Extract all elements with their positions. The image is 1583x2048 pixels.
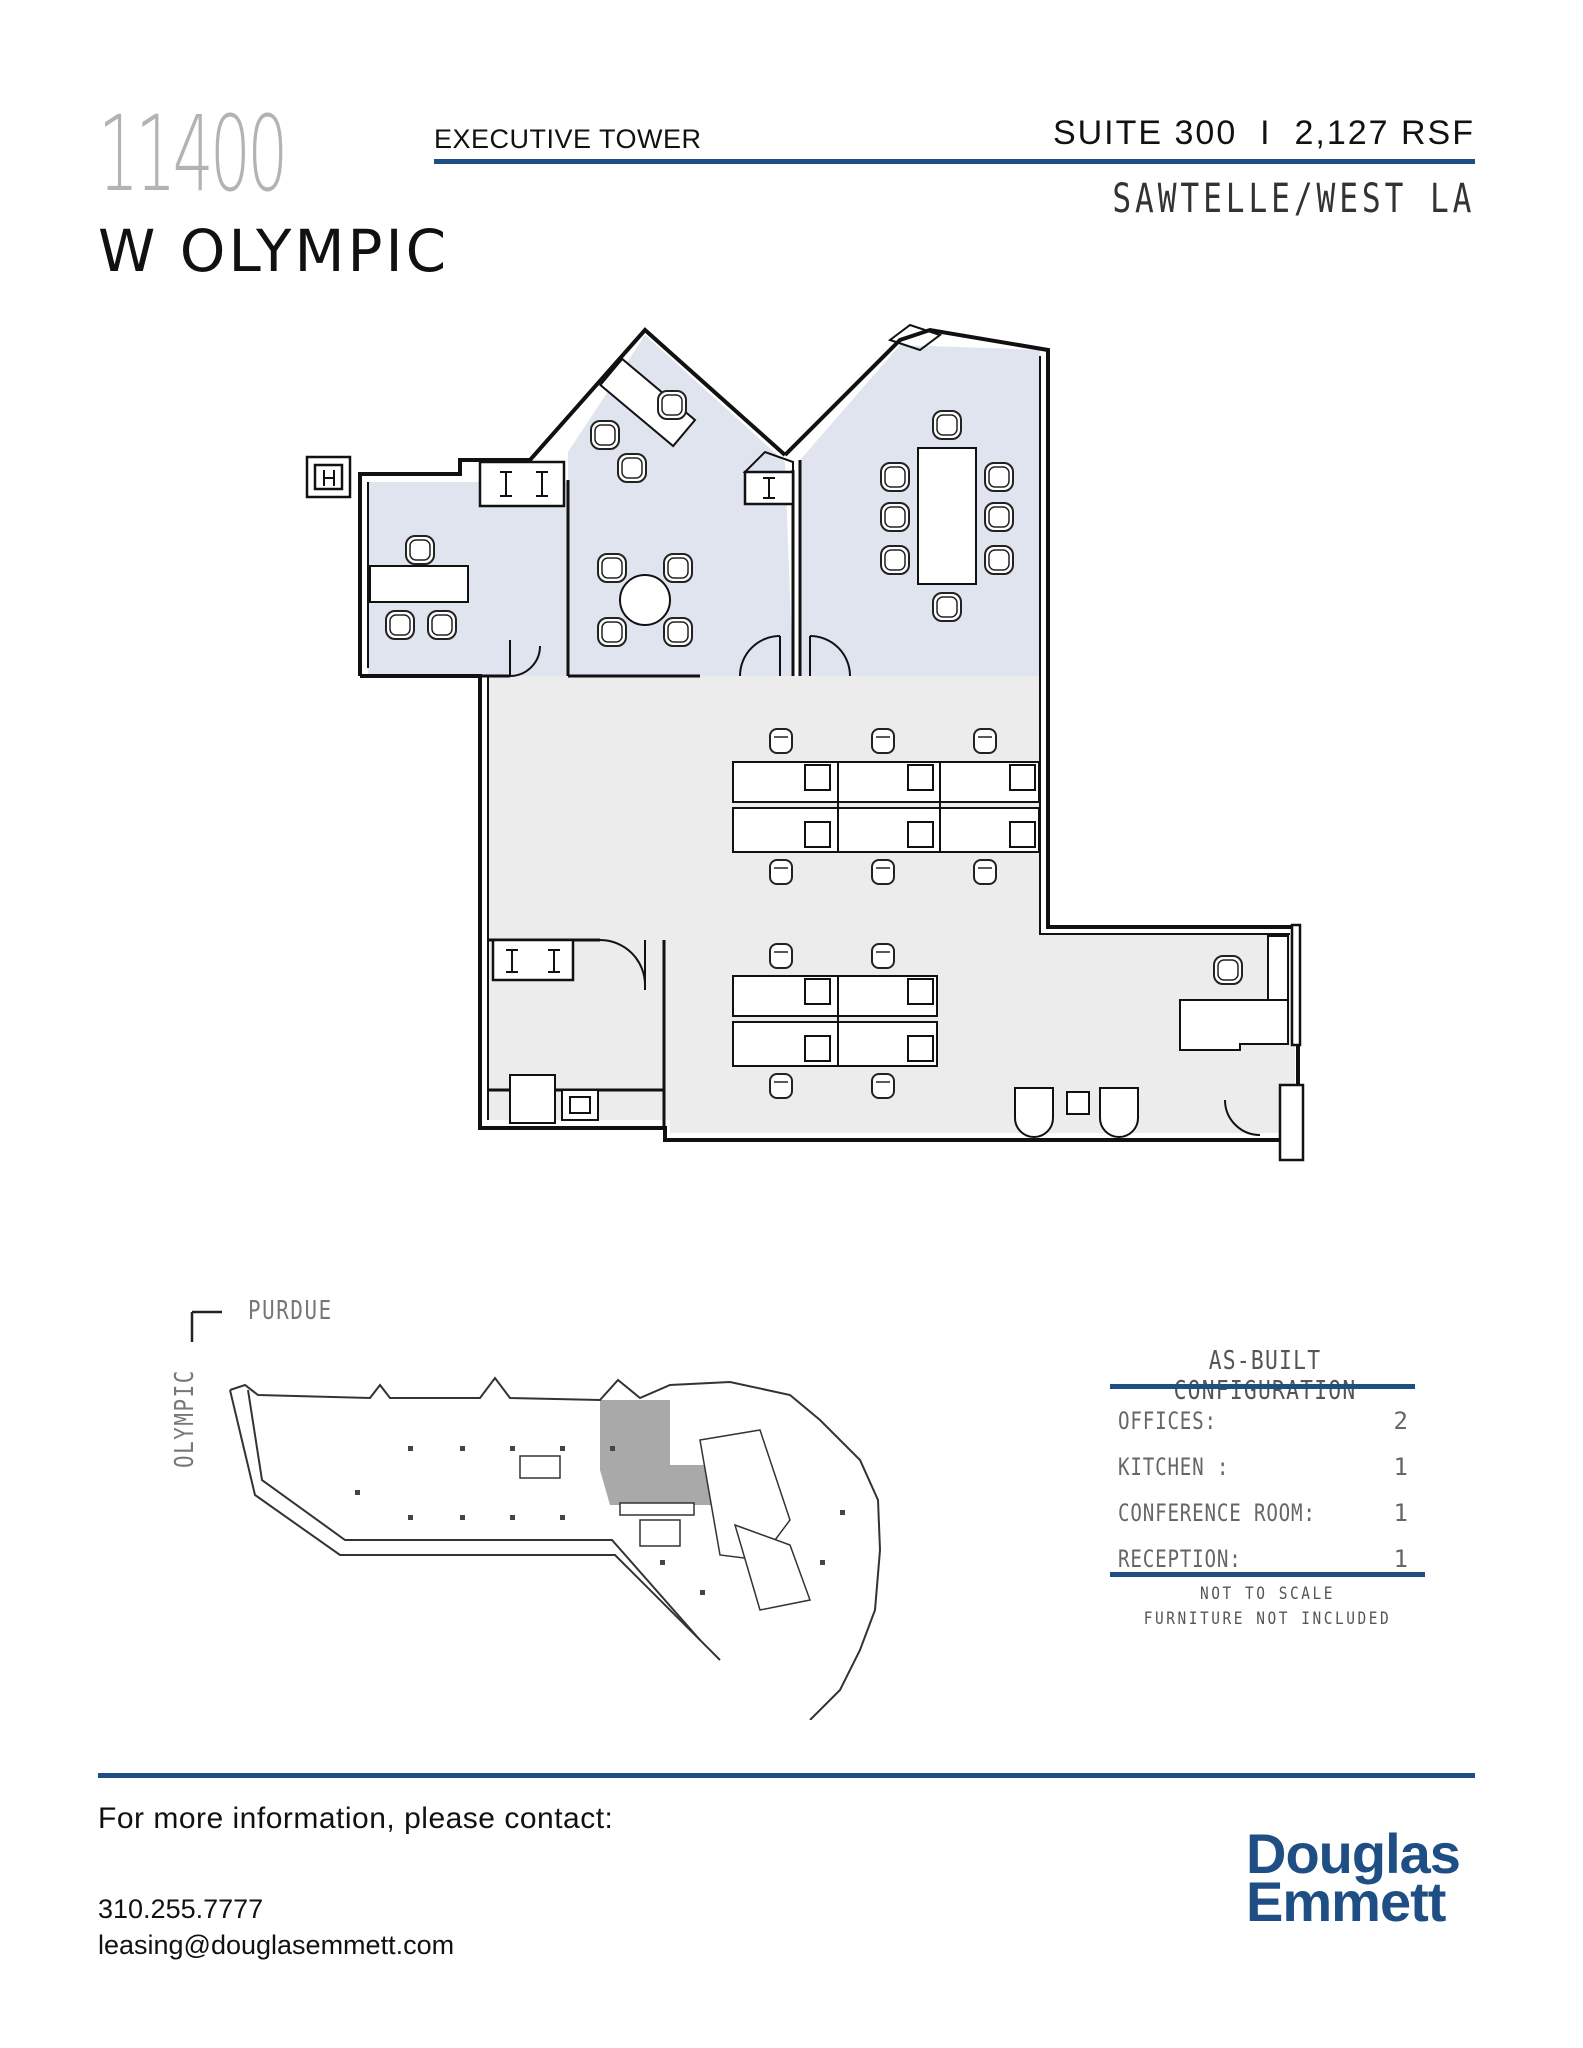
suite-highlight — [600, 1400, 712, 1505]
contact-phone[interactable]: 310.255.7777 — [98, 1894, 264, 1924]
address-street: W OLYMPIC — [98, 217, 450, 285]
config-row-kitchen: KITCHEN : 1 — [1118, 1444, 1408, 1490]
configuration-bottom-divider — [1110, 1572, 1425, 1577]
douglas-emmett-logo: Douglas Emmett — [1246, 1822, 1476, 1933]
submarket-label: SAWTELLE/WEST LA — [1112, 176, 1475, 222]
footer-divider — [98, 1773, 1475, 1778]
config-value: 1 — [1393, 1545, 1408, 1573]
key-plan — [190, 1310, 882, 1720]
suite-size-label: SUITE 300 I 2,127 RSF — [1052, 114, 1475, 152]
config-value: 2 — [1393, 1407, 1408, 1435]
configuration-table: OFFICES: 2 KITCHEN : 1 CONFERENCE ROOM: … — [1118, 1398, 1408, 1582]
street-label-purdue: PURDUE — [248, 1296, 333, 1326]
building-name: EXECUTIVE TOWER — [434, 124, 702, 154]
config-value: 1 — [1393, 1499, 1408, 1527]
logo-line-1: Douglas — [1246, 1822, 1461, 1885]
config-label: OFFICES: — [1118, 1407, 1217, 1435]
furniture-note: FURNITURE NOT INCLUDED — [1143, 1609, 1392, 1629]
config-label: CONFERENCE ROOM: — [1118, 1499, 1316, 1527]
config-row-offices: OFFICES: 2 — [1118, 1398, 1408, 1444]
address-number: 11400 — [98, 93, 288, 215]
config-value: 1 — [1393, 1453, 1408, 1481]
configuration-top-divider — [1110, 1384, 1415, 1389]
contact-email[interactable]: leasing@douglasemmett.com — [98, 1930, 455, 1960]
config-row-reception: RECEPTION: 1 — [1118, 1536, 1408, 1582]
config-row-conference: CONFERENCE ROOM: 1 — [1118, 1490, 1408, 1536]
configuration-title: AS-BUILT CONFIGURATION — [1173, 1346, 1357, 1406]
floor-plan — [305, 323, 1305, 1162]
contact-heading: For more information, please contact: — [98, 1802, 614, 1835]
logo-line-2: Emmett — [1246, 1870, 1446, 1933]
config-label: RECEPTION: — [1118, 1545, 1242, 1573]
street-label-olympic: OLYMPIC — [170, 1369, 200, 1468]
scale-note: NOT TO SCALE — [1199, 1584, 1335, 1604]
config-label: KITCHEN : — [1118, 1453, 1230, 1481]
header-divider — [434, 159, 1475, 164]
open-office-area — [487, 676, 1295, 1133]
